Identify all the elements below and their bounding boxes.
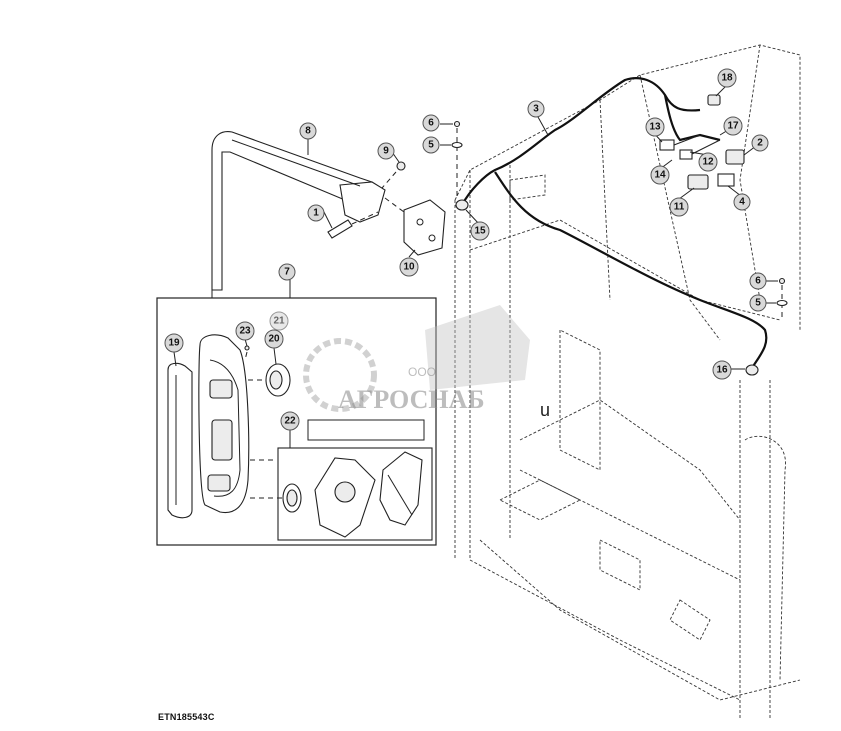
switch-cluster: [659, 94, 745, 190]
callout-10: 10: [399, 257, 419, 277]
callout-label: 21: [273, 316, 285, 327]
callout-13: 13: [645, 117, 665, 137]
callout-9: 9: [377, 142, 395, 160]
callout-label: 4: [739, 197, 745, 208]
callout-label: 15: [474, 226, 486, 237]
figure-id: ETN185543C: [158, 712, 215, 722]
callout-23: 23: [235, 321, 255, 341]
callout-label: 17: [727, 121, 739, 132]
callout-22: 22: [280, 411, 300, 431]
callout-label: 9: [383, 146, 389, 157]
callout-11: 11: [669, 197, 689, 217]
callout-label: 23: [239, 326, 251, 337]
callout-label: 12: [702, 157, 714, 168]
callout-label: 8: [305, 126, 311, 137]
callout-label: 14: [654, 170, 666, 181]
screw-6-upper: [453, 120, 461, 196]
nut-9: [381, 161, 406, 189]
mirror-arm: [211, 131, 386, 291]
watermark: ООО АГРОСНАБ u: [303, 305, 550, 420]
callout-label: 7: [284, 267, 290, 278]
callout-18: 18: [717, 68, 737, 88]
callout-label: 5: [428, 140, 434, 151]
callout-label: 16: [716, 365, 728, 376]
callout-label: 19: [168, 338, 180, 349]
bracket-plate-10: [384, 197, 446, 256]
callout-20: 20: [264, 329, 284, 349]
callout-6b: 6: [749, 272, 767, 290]
callout-label: 20: [268, 334, 280, 345]
washer-5-right: [776, 299, 788, 307]
callout-label: 1: [313, 208, 319, 219]
callout-3: 3: [527, 100, 545, 118]
callout-12: 12: [698, 152, 718, 172]
callout-5b: 5: [749, 294, 767, 312]
mirror-cover-19: [167, 362, 193, 519]
callout-label: 13: [649, 122, 661, 133]
mirror-housing: [198, 334, 250, 514]
wiring-harness: [461, 77, 768, 369]
callout-label: 2: [757, 138, 763, 149]
callout-label: 3: [533, 104, 539, 115]
callout-14: 14: [650, 165, 670, 185]
callout-2: 2: [751, 134, 769, 152]
bolt-1: [327, 211, 379, 239]
callout-4: 4: [733, 193, 751, 211]
callout-1: 1: [307, 204, 325, 222]
callout-7: 7: [278, 263, 296, 281]
watermark-brand: АГРОСНАБ: [338, 385, 485, 414]
callout-8: 8: [299, 122, 317, 140]
callout-label: 22: [284, 416, 296, 427]
callout-label: 10: [403, 262, 415, 273]
mirror-glass-assembly: [250, 451, 423, 538]
washer-5-upper: [451, 141, 463, 149]
callout-label: 18: [721, 73, 733, 84]
callout-16: 16: [712, 360, 732, 380]
cab-frame: [454, 44, 801, 720]
callout-label: 6: [428, 118, 434, 129]
callout-19: 19: [164, 333, 184, 353]
callout-15: 15: [470, 221, 490, 241]
callout-5a: 5: [422, 136, 440, 154]
screw-6-right: [778, 277, 786, 320]
callout-21: 21: [269, 311, 289, 331]
connector-15: [455, 199, 469, 211]
motor-20: [248, 363, 291, 397]
callout-17: 17: [723, 116, 743, 136]
callout-6a: 6: [422, 114, 440, 132]
connector-16: [745, 364, 759, 376]
watermark-org: ООО: [408, 365, 436, 379]
callout-label: 11: [674, 202, 685, 213]
callout-label: 5: [755, 298, 761, 309]
callout-label: 6: [755, 276, 761, 287]
watermark-trailing: u: [540, 400, 550, 420]
